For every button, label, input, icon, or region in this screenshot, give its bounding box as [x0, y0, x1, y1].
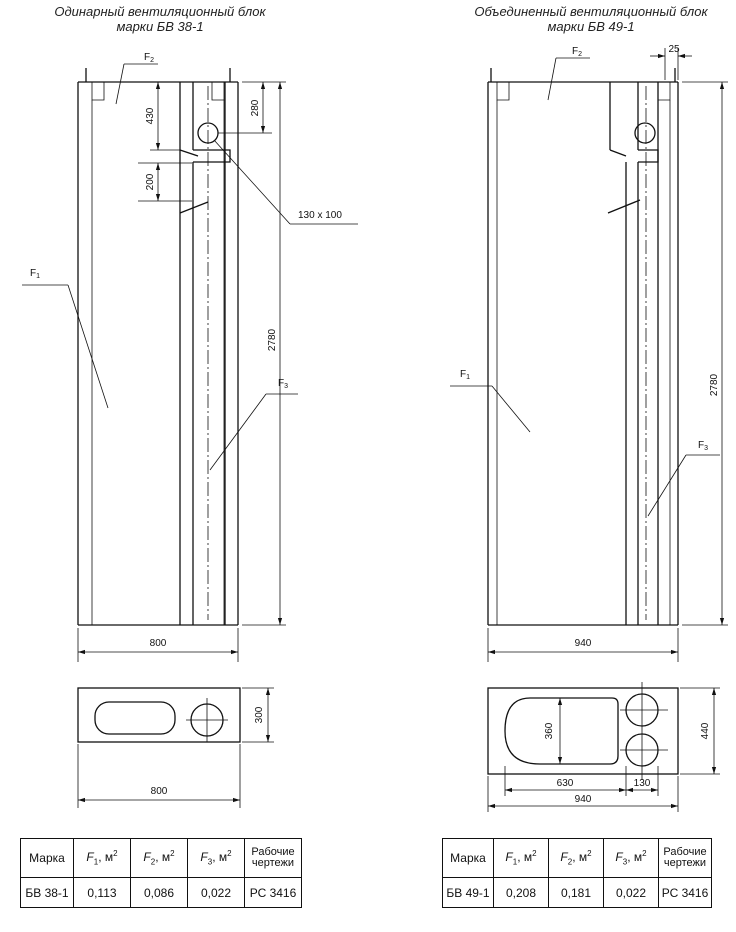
header-f3: F3, м2 [187, 838, 245, 878]
cell-f3: 0,022 [603, 877, 659, 908]
left-dim-plan-width: 800 [151, 786, 168, 797]
right-block-drawing: Объединенный вентиляционный блок марки Б… [450, 4, 728, 812]
cell-f2: 0,181 [548, 877, 604, 908]
header-mark: Марка [442, 838, 494, 878]
right-label-f1: F1 [460, 369, 470, 381]
right-title-line2: марки БВ 49-1 [547, 19, 634, 34]
left-block-drawing: Одинарный вентиляционный блок марки БВ 3… [22, 4, 358, 808]
header-f3: F3, м2 [603, 838, 659, 878]
left-dim-channel: 130 x 100 [298, 210, 342, 221]
right-dim-plan-360: 360 [544, 722, 555, 739]
left-elevation: 430 200 280 130 x 100 2780 800 [22, 52, 358, 662]
left-plan: 300 800 [77, 687, 274, 808]
header-mark: Марка [20, 838, 74, 878]
cell-f1: 0,208 [493, 877, 549, 908]
right-dim-width: 940 [575, 638, 592, 649]
right-dim-25: 25 [668, 44, 680, 55]
header-f1: F1, м2 [73, 838, 131, 878]
right-dim-plan-depth: 440 [700, 722, 711, 739]
cell-mark: БВ 49-1 [442, 877, 494, 908]
right-elevation: 25 2780 940 F2 F1 F3 [450, 44, 728, 662]
left-dim-430: 430 [145, 107, 156, 124]
left-dim-width: 800 [150, 638, 167, 649]
cell-mark: БВ 38-1 [20, 877, 74, 908]
left-dim-200: 200 [145, 173, 156, 190]
left-label-f3: F3 [278, 378, 288, 390]
left-title-line1: Одинарный вентиляционный блок [54, 4, 266, 19]
right-label-f3: F3 [698, 440, 708, 452]
cell-f3: 0,022 [187, 877, 245, 908]
cell-f2: 0,086 [130, 877, 188, 908]
header-f1: F1, м2 [493, 838, 549, 878]
header-f2: F2, м2 [548, 838, 604, 878]
right-title-line1: Объединенный вентиляционный блок [474, 4, 708, 19]
left-dim-height: 2780 [267, 328, 278, 351]
right-plan: 360 440 630 130 940 [487, 682, 720, 812]
left-dim-plan-depth: 300 [254, 706, 265, 723]
header-f2: F2, м2 [130, 838, 188, 878]
left-dim-280: 280 [250, 99, 261, 116]
cell-drawings: РС 3416 [244, 877, 302, 908]
right-dim-plan-630: 630 [557, 778, 574, 789]
left-label-f2: F2 [144, 52, 154, 64]
right-dim-height: 2780 [709, 373, 720, 396]
left-label-f1: F1 [30, 268, 40, 280]
right-label-f2: F2 [572, 46, 582, 58]
right-dim-plan-width: 940 [575, 794, 592, 805]
cell-drawings: РС 3416 [658, 877, 712, 908]
left-title-line2: марки БВ 38-1 [116, 19, 203, 34]
right-dim-plan-130: 130 [634, 778, 651, 789]
cell-f1: 0,113 [73, 877, 131, 908]
